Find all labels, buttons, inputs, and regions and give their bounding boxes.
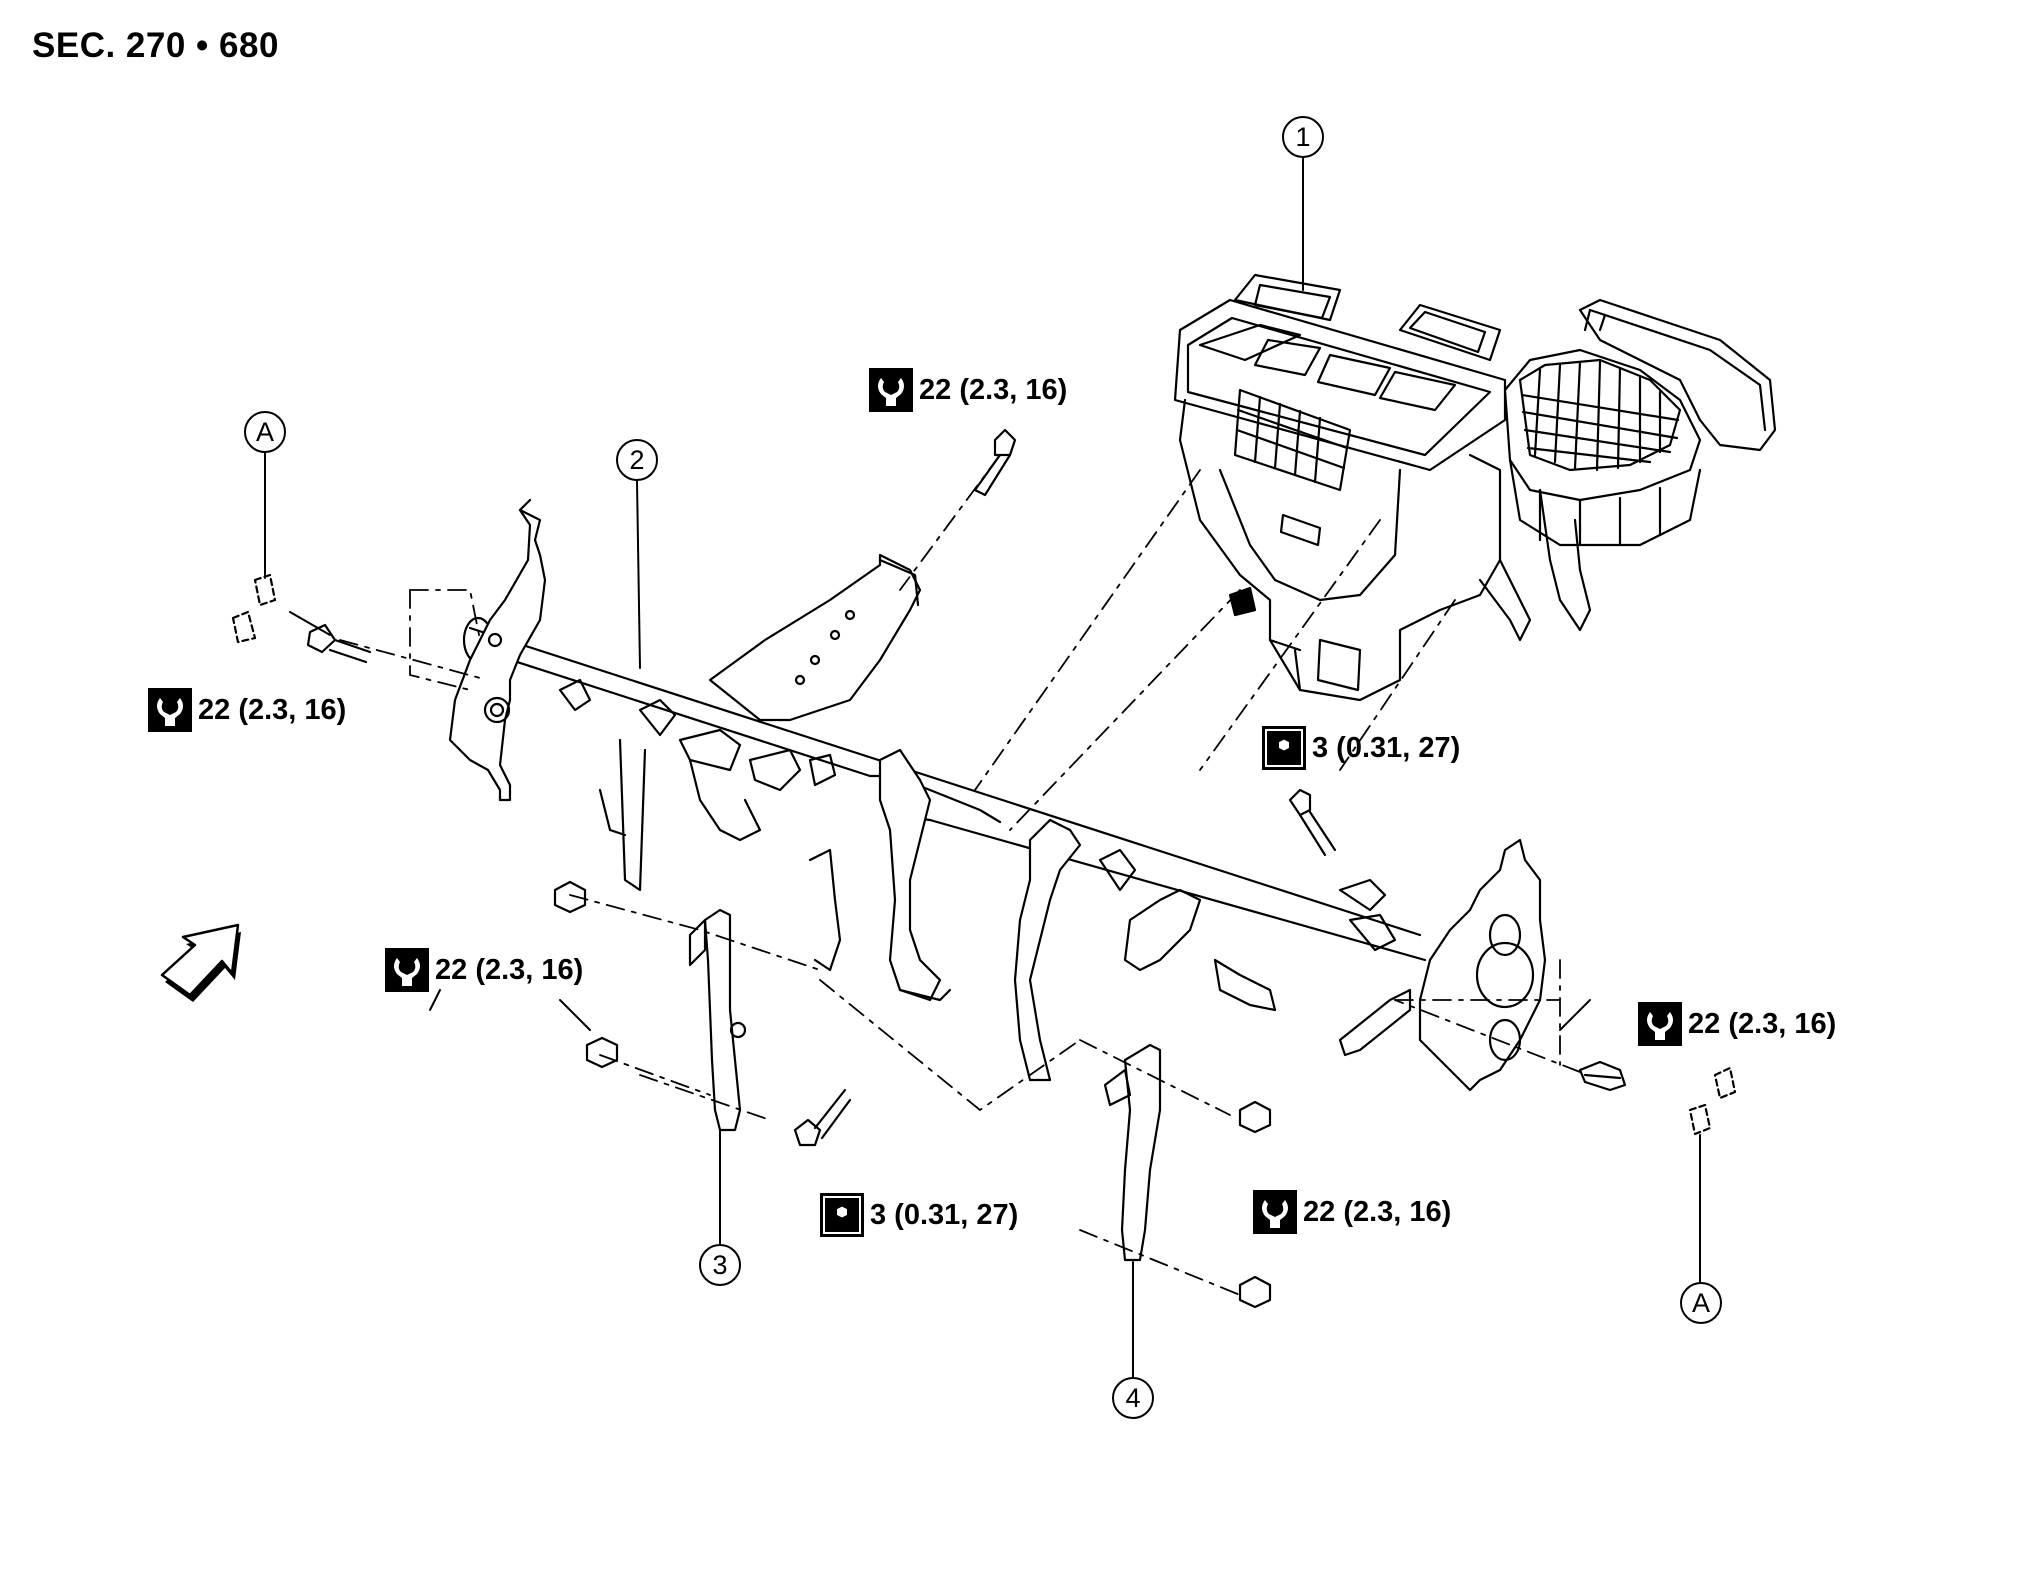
heater-cooling-unit-drawing <box>1173 273 1777 702</box>
torque-spec-stay-left-nuts: 22 (2.3, 16) <box>385 948 583 992</box>
callout-1: 1 <box>1282 116 1324 158</box>
stay-right-drawing <box>1103 1043 1162 1262</box>
torque-value: 22 (2.3, 16) <box>1303 1195 1452 1228</box>
wrench-hex-filled-icon <box>1262 726 1306 770</box>
torque-spec-right-side-bolt: 22 (2.3, 16) <box>1638 1002 1836 1046</box>
wrench-hex-icon <box>1253 1190 1297 1234</box>
assembly-lines <box>339 454 1581 1296</box>
torque-value: 22 (2.3, 16) <box>1688 1007 1837 1040</box>
torque-spec-lower-bolt: 3 (0.31, 27) <box>820 1193 1018 1237</box>
torque-value: 3 (0.31, 27) <box>870 1198 1019 1231</box>
vehicle-front-arrow-icon <box>160 923 241 1002</box>
torque-value: 3 (0.31, 27) <box>1312 731 1461 764</box>
wrench-hex-icon <box>148 688 192 732</box>
callout-4: 4 <box>1112 1377 1154 1419</box>
wrench-hex-icon <box>385 948 429 992</box>
torque-spec-top-bolt: 22 (2.3, 16) <box>869 368 1067 412</box>
torque-spec-stay-right-nuts: 22 (2.3, 16) <box>1253 1190 1451 1234</box>
torque-spec-left-side-bolt: 22 (2.3, 16) <box>148 688 346 732</box>
wrench-hex-icon <box>1638 1002 1682 1046</box>
callout-3: 3 <box>699 1244 741 1286</box>
callout-2: 2 <box>616 439 658 481</box>
torque-spec-heater-unit-bolt: 3 (0.31, 27) <box>1262 726 1460 770</box>
wrench-hex-icon <box>869 368 913 412</box>
leader-lines <box>264 157 1701 1378</box>
callout-a-left: A <box>244 411 286 453</box>
steering-member-drawing <box>448 498 1547 1092</box>
torque-value: 22 (2.3, 16) <box>198 693 347 726</box>
torque-value: 22 (2.3, 16) <box>435 953 584 986</box>
callout-a-right: A <box>1680 1282 1722 1324</box>
section-reference: SEC. 270 • 680 <box>32 26 279 65</box>
wrench-hex-filled-icon <box>820 1193 864 1237</box>
torque-value: 22 (2.3, 16) <box>919 373 1068 406</box>
stay-left-drawing <box>688 908 747 1132</box>
